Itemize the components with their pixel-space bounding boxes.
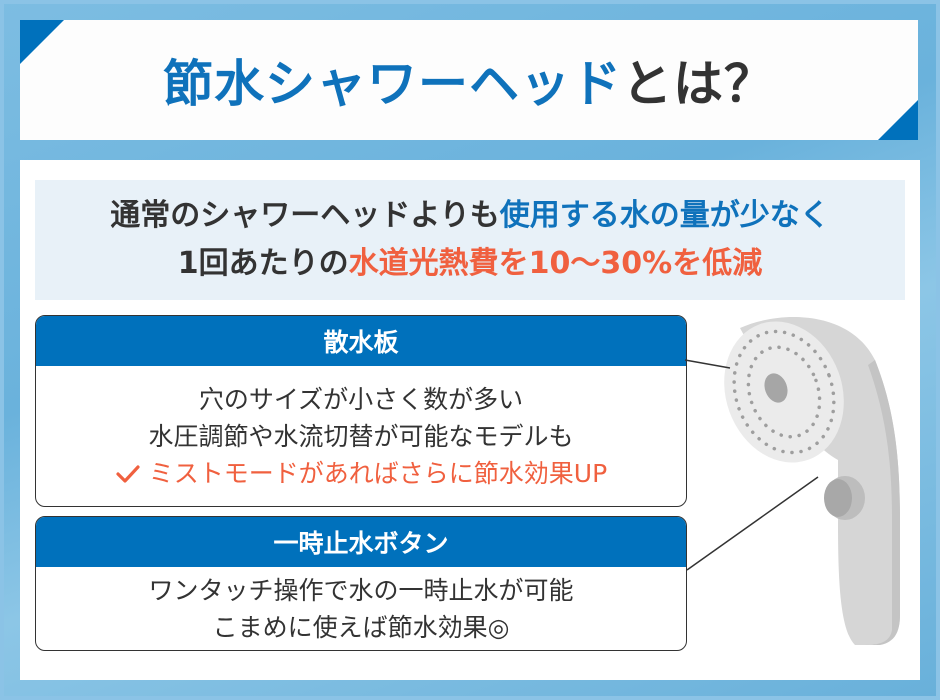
card-line: 穴のサイズが小さく数が多い [198,384,524,414]
card-highlight-text: ミストモードがあればさらに節水効果UP [148,458,608,488]
card-line: こまめに使えば節水効果◎ [212,612,510,642]
summary-line-2-highlight: 水道光熱費を10～30%を低減 [348,246,763,281]
card-heading: 散水板 [36,316,686,366]
checkmark-icon [116,464,140,483]
page-title: 節水シャワーヘッドとは？ [163,44,775,116]
card-heading: 一時止水ボタン [36,517,686,567]
card-line: ワンタッチ操作で水の一時止水が可能 [148,575,574,605]
title-rest: とは？ [622,55,775,113]
card-body: 穴のサイズが小さく数が多い 水圧調節や水流切替が可能なモデルも ミストモードがあ… [36,366,686,506]
card-spray-plate: 散水板 穴のサイズが小さく数が多い 水圧調節や水流切替が可能なモデルも ミストモ… [35,315,687,507]
summary-line-1: 通常のシャワーヘッドよりも使用する水の量が少なく [110,192,829,240]
title-banner: 節水シャワーヘッドとは？ [20,20,918,140]
card-stop-button: 一時止水ボタン ワンタッチ操作で水の一時止水が可能 こまめに使えば節水効果◎ [35,516,687,651]
summary-line-2-text: 1回あたりの [177,246,349,281]
main-panel: 通常のシャワーヘッドよりも使用する水の量が少なく 1回あたりの水道光熱費を10～… [20,160,920,680]
card-highlight-line: ミストモードがあればさらに節水効果UP [115,455,607,492]
summary-line-1-text: 通常のシャワーヘッドよりも [110,198,500,233]
card-body: ワンタッチ操作で水の一時止水が可能 こまめに使えば節水効果◎ [36,567,686,650]
summary-line-1-highlight: 使用する水の量が少なく [499,198,830,233]
title-highlight: 節水シャワーヘッド [163,55,622,113]
card-line: 水圧調節や水流切替が可能なモデルも [148,421,574,451]
corner-accent-top-left [20,20,64,64]
summary-line-2: 1回あたりの水道光熱費を10～30%を低減 [178,240,762,288]
corner-accent-bottom-right [878,100,918,140]
summary-band: 通常のシャワーヘッドよりも使用する水の量が少なく 1回あたりの水道光熱費を10～… [35,180,905,300]
